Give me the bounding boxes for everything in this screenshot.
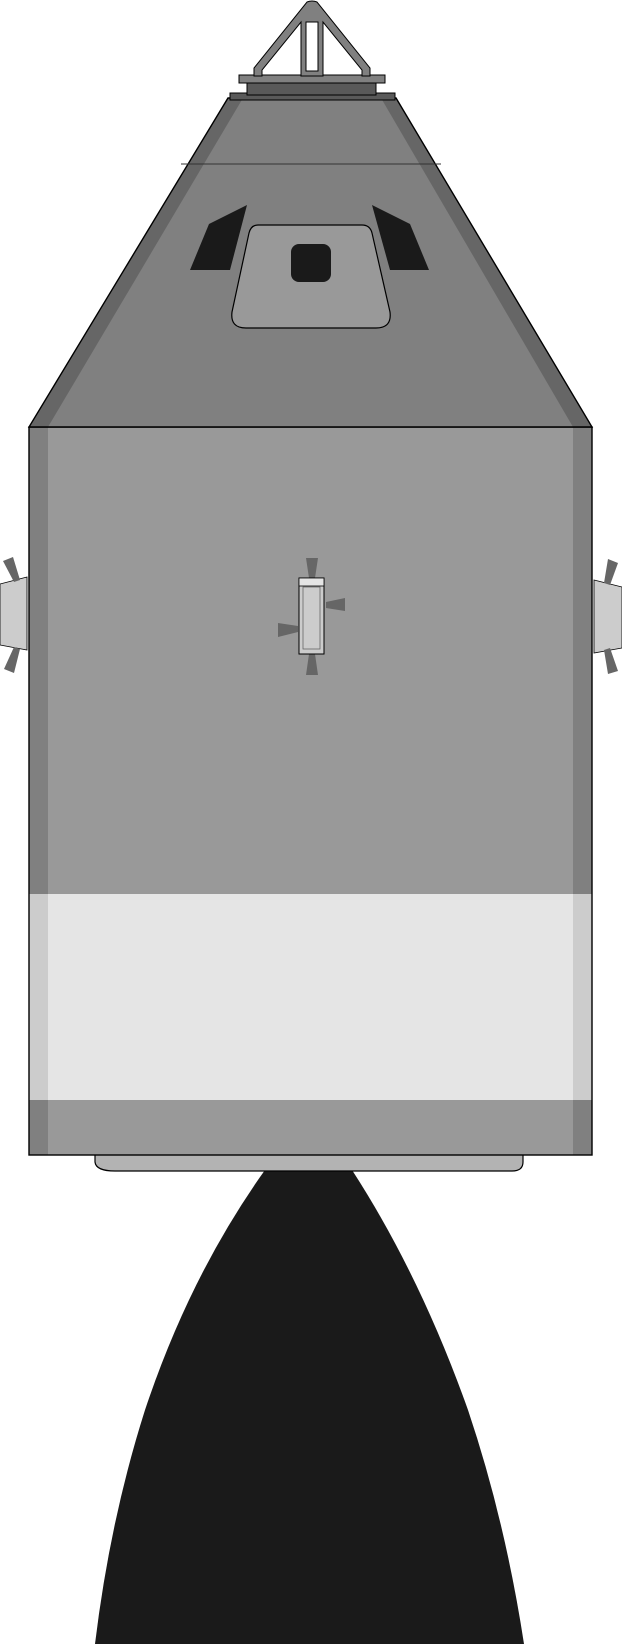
cone-left-edge-shade: [29, 98, 243, 427]
hatch-window: [291, 244, 331, 282]
left-rcs-housing: [0, 576, 28, 651]
rcs-housing-cap: [298, 577, 325, 587]
rcs-nozzle-up: [306, 558, 318, 578]
right-rcs-housing: [593, 579, 622, 654]
left-rcs-nozzle-up: [3, 557, 20, 582]
engine-nozzle: [95, 1170, 524, 1644]
right-rcs-quad: [593, 559, 622, 674]
probe-base-block: [246, 82, 377, 96]
service-module-band-left-edge: [29, 894, 48, 1100]
service-module: [28, 426, 593, 1156]
left-rcs-quad: [0, 557, 28, 673]
rcs-nozzle-right: [326, 598, 345, 611]
cone-right-edge-shade: [381, 98, 592, 427]
rcs-thruster-quad: [278, 558, 345, 675]
rcs-housing-inner: [302, 586, 321, 650]
left-rcs-nozzle-down: [4, 647, 20, 673]
probe-frame: [253, 0, 371, 77]
nozzle-collar: [94, 1152, 524, 1172]
right-window: [372, 205, 429, 270]
service-module-band: [29, 894, 592, 1100]
service-module-band-right-edge: [573, 894, 592, 1100]
rcs-nozzle-left: [278, 623, 298, 637]
right-rcs-nozzle-up: [604, 559, 618, 585]
left-window: [190, 205, 247, 270]
command-module: [27, 97, 594, 428]
rcs-nozzle-down: [306, 654, 318, 675]
docking-probe: [229, 0, 396, 101]
right-rcs-nozzle-down: [604, 648, 618, 674]
